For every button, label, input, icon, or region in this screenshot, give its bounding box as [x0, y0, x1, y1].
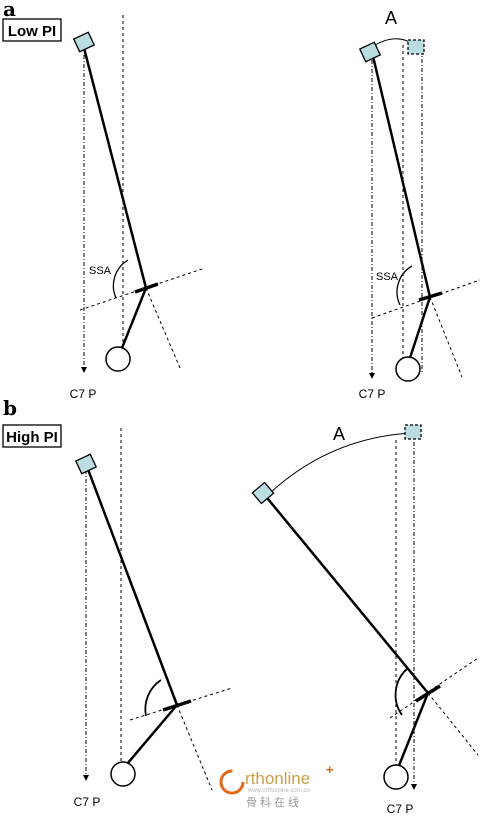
- panel-b-label: High PI: [6, 429, 58, 446]
- displaced-head-square-icon: [407, 39, 425, 55]
- panel-a-label: Low PI: [8, 23, 56, 40]
- arc-label: A: [333, 424, 345, 444]
- arc-label: A: [385, 8, 397, 28]
- femoral-head-circle: [105, 346, 131, 372]
- c7p-label: C7 P: [74, 795, 101, 809]
- ssa-angle-arc: [394, 667, 409, 716]
- pelvic-tilt-line: [176, 704, 213, 791]
- femoral-head-circle: [110, 761, 136, 787]
- pelvis-line: [116, 287, 148, 359]
- head-square-icon: [251, 481, 275, 505]
- panel-a-left-figure: SSA C7 P: [70, 15, 206, 401]
- trunk-line: [82, 47, 148, 289]
- ssa-angle-arc: [396, 265, 413, 306]
- sacral-plate-line: [371, 279, 481, 319]
- sacral-endplate: [418, 291, 443, 302]
- displaced-head-square-icon: [404, 424, 422, 440]
- watermark-brand: rthonline: [245, 769, 310, 788]
- ssa-angle-arc: [144, 679, 162, 717]
- pelvic-tilt-line: [429, 296, 463, 378]
- femoral-head-circle: [395, 356, 421, 382]
- panel-b-right-figure: A C7 P: [251, 424, 479, 816]
- panel-a-right-figure: A SSA C7 P: [358, 8, 481, 401]
- pelvis-line: [121, 704, 178, 771]
- pelvic-tilt-line: [145, 287, 181, 369]
- pelvic-tilt-line: [427, 692, 479, 756]
- trunk-line: [370, 51, 432, 298]
- pelvis-line: [394, 692, 430, 774]
- watermark-plus: +: [326, 762, 334, 777]
- c7p-label: C7 P: [359, 387, 386, 401]
- ssa-angle-arc: [112, 259, 129, 299]
- femoral-head-circle: [383, 764, 409, 790]
- head-square-icon: [72, 31, 96, 53]
- c7p-label: C7 P: [70, 387, 97, 401]
- panel-b-label-box: [2, 424, 62, 448]
- head-square-icon: [358, 41, 382, 63]
- sacral-plate-line: [79, 267, 206, 311]
- panel-a-label-box: [2, 18, 62, 42]
- pelvis-line: [405, 296, 432, 368]
- panel-a-letter: a: [3, 0, 16, 21]
- watermark-url: www.orthonline.com.cn: [247, 788, 310, 794]
- ssa-label: SSA: [376, 271, 399, 283]
- head-square-icon: [74, 453, 98, 475]
- watermark-chinese: 骨科在线: [246, 795, 302, 809]
- displacement-arc: [269, 432, 412, 494]
- trunk-line: [262, 492, 429, 694]
- panel-b-left-figure: C7 P: [74, 428, 233, 809]
- panel-b-letter: b: [3, 396, 17, 420]
- trunk-line: [84, 463, 179, 706]
- c7p-label: C7 P: [387, 802, 414, 816]
- watermark-logo-icon: [219, 769, 245, 795]
- orthonline-watermark: rthonline + www.orthonline.com.cn 骨科在线: [219, 762, 334, 809]
- ssa-label: SSA: [89, 265, 112, 277]
